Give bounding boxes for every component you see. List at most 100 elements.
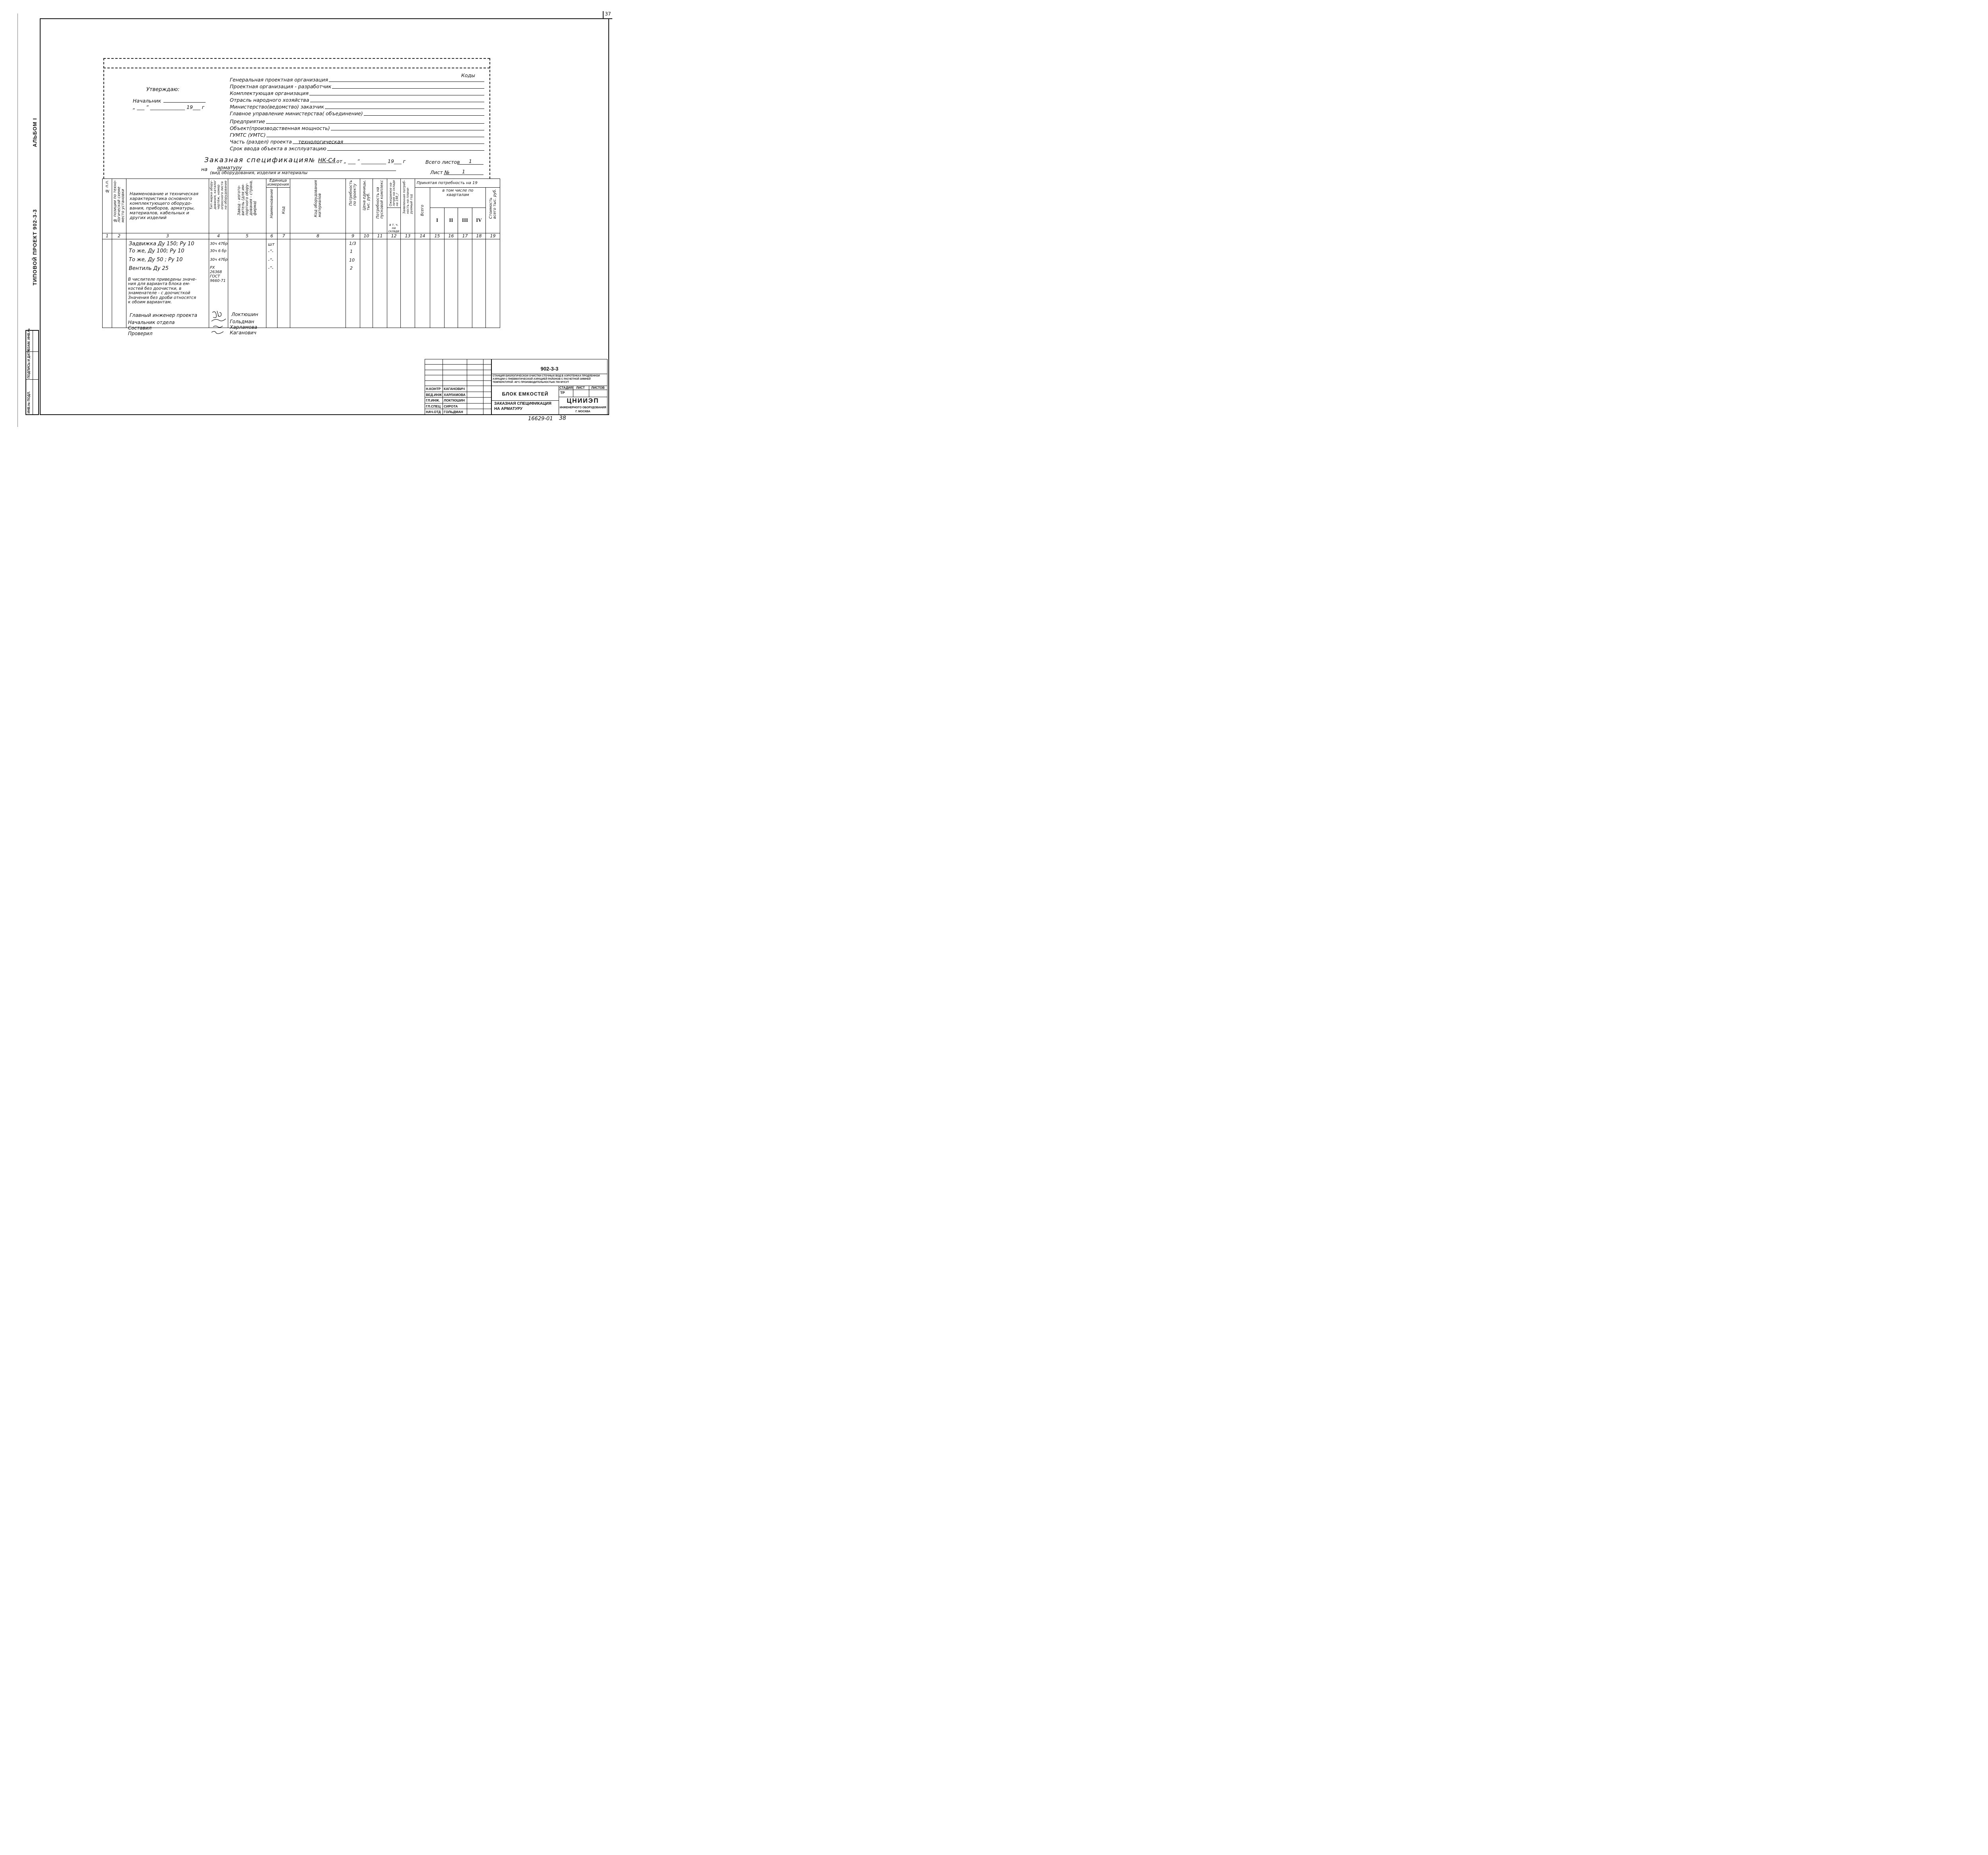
chief-label: Начальник [133,98,206,104]
staff-role: НАЧ.ОТД [424,409,443,415]
sheet-number: 37 [603,11,612,19]
form-right-dash [489,58,490,179]
hdr-equipment-code: Код оборудования материалов [313,180,322,217]
total-sheets-value: 1 [457,158,483,165]
hdr-position: № позиции по техно- логической схеме мес… [113,180,125,223]
col-num: 3 [126,233,209,239]
project-title: ТИПОВОЙ ПРОЕКТ 902-3-3 [32,209,38,285]
row-unit: -”- [268,265,274,271]
side-stamp: ИНВ.№ ПОДЛ. ПОДПИСЬ И ДАТА ВЗАМ. ИНВ.№ [25,328,39,415]
project-code: 902-3-3 [540,366,559,372]
row-qty: 2 [350,265,353,271]
side-stamp-inv: ИНВ.№ ПОДЛ. [27,391,31,413]
org-field: Главное управление министерства( объедин… [230,111,484,117]
side-stamp-replace: ВЗАМ. ИНВ.№ [27,328,31,351]
sign-name: Каганович [230,330,256,336]
sign-name: Харламова [230,324,258,330]
col-num: 17 [458,233,472,239]
sign-role: Начальник отдела [128,319,175,325]
block-name: БЛОК ЕМКОСТЕЙ [502,391,549,397]
col-num: 2 [112,233,126,239]
hdr-q2: II [444,207,458,233]
staff-name: ЛОКТЮШИН [443,397,468,404]
hdr-q4: IV [472,207,486,233]
col-num: 7 [277,233,290,239]
spec-date: от „ ___ ” __________ 19___ г [336,158,406,164]
col-num: 6 [266,233,278,239]
hdr-unit-code: Код [281,206,286,214]
col-num: 4 [209,233,228,239]
col-num: 5 [228,233,266,239]
org-field: Объект(производственная мощность) [230,125,484,132]
na-label: на [201,166,208,172]
hdr-declared: Заявленная потреб- ность на плани- руемы… [402,180,413,214]
org-field: Срок ввода объекта в эксплуатацию [230,146,484,152]
hdr-in-stock: в т. ч. на складе [387,207,401,233]
staff-name: СИРОТА [443,403,468,409]
project-description: СТАНЦИЯ БИОЛОГИЧЕСКОЙ ОЧИСТКИ СТОЧНЫХ ВО… [493,374,600,384]
hdr-quarters-group: в том числе по кварталам [430,187,486,208]
stage-label: СТАДИЯ [559,386,573,390]
col-num: 19 [485,233,501,239]
album-title: АЛЬБОМ I [32,118,38,147]
form-left-dash [103,58,104,179]
col-num: 10 [360,233,373,239]
sheet-col-label: ЛИСТ [576,386,585,390]
spec-subject: арматуру [217,165,396,171]
col-num: 11 [373,233,387,239]
org-field: Комплектующая организация [230,90,484,97]
doc-name: ЗАКАЗНАЯ СПЕЦИФИКАЦИЯ НА АРМАТУРУ [494,402,551,411]
staff-role: ГЛ.ИНЖ. [424,397,443,404]
staff-name: КАГАНОВИЧ [443,386,468,392]
hdr-unit-group: Единица измерения [266,179,290,188]
page-number: 38 [559,415,566,421]
row-item: То же, Ду 50 ; Ру 10 [129,256,183,263]
sign-role: Проверил [128,330,153,336]
row-type: РХ 26368 ГОСТ 9660-71 [210,265,226,283]
hdr-name: Наименование и техническая характеристик… [130,191,198,220]
row-unit: шт [268,241,275,247]
staff-role: Н.КОНТР [424,386,443,392]
approval-date: „ ___ ” ______________ 19___ г [133,104,205,110]
org-field: ГУМТС (УМТС) [230,132,484,139]
org-field: Предприятие [230,118,484,125]
sign-role: Главный инженер проекта [130,312,197,318]
org-fields: Генеральная проектная организация Проект… [230,77,484,152]
row-unit: -”- [268,248,274,254]
row-qty: 1/3 [349,241,356,246]
row-item: Задвижка Ду 150; Ру 10 [129,241,194,247]
sign-role: Составил [128,325,152,331]
org-line: ИНЖЕНЕРНОГО ОБОРУДОВАНИЯ [559,406,606,409]
spec-number-label: № [309,157,315,164]
staff-role: ГЛ.СПЕЦ [424,403,443,409]
hdr-startup: Потребность на пусковой комплекс [375,180,384,219]
org-field: Проектная организация - разработчик [230,83,484,90]
form-top-dash [103,58,490,59]
hdr-maker: Завод - изгото- витель (для им- портного… [237,180,257,216]
drawing-frame [40,18,609,415]
col-num: 18 [472,233,486,239]
staff-role: ВЕД.ИНЖ [424,391,443,398]
binding-margin-line [17,14,18,427]
sign-name: Локтюшин [231,311,258,317]
total-sheets-label: Всего листов [425,159,460,165]
col-num: 8 [290,233,346,239]
row-qty: 1 [350,248,353,254]
hdr-price: Цена единицы, тыс. руб. [362,180,371,211]
hdr-num: № п.п. [105,180,109,193]
sheet-value: 1 [444,169,483,175]
archive-number: 16629-01 [528,416,553,422]
col-num: 15 [430,233,445,239]
sheets-col-label: ЛИСТОВ [591,386,605,390]
hdr-total: Всего [420,204,425,216]
staff-name: ХАРЛАМОВА [443,391,468,398]
row-item: Вентиль Ду 25 [129,265,169,272]
row-item: То же, Ду 100; Ру 10 [129,248,184,254]
spec-number: НК-С4 [318,157,336,164]
spec-table: № п.п. № позиции по техно- логической сх… [102,179,501,336]
side-stamp-sign: ПОДПИСЬ И ДАТА [27,349,31,378]
row-type: 30ч 47бр [210,257,228,262]
approved-label: Утверждаю: [146,87,180,93]
hdr-q1: I [430,207,445,233]
